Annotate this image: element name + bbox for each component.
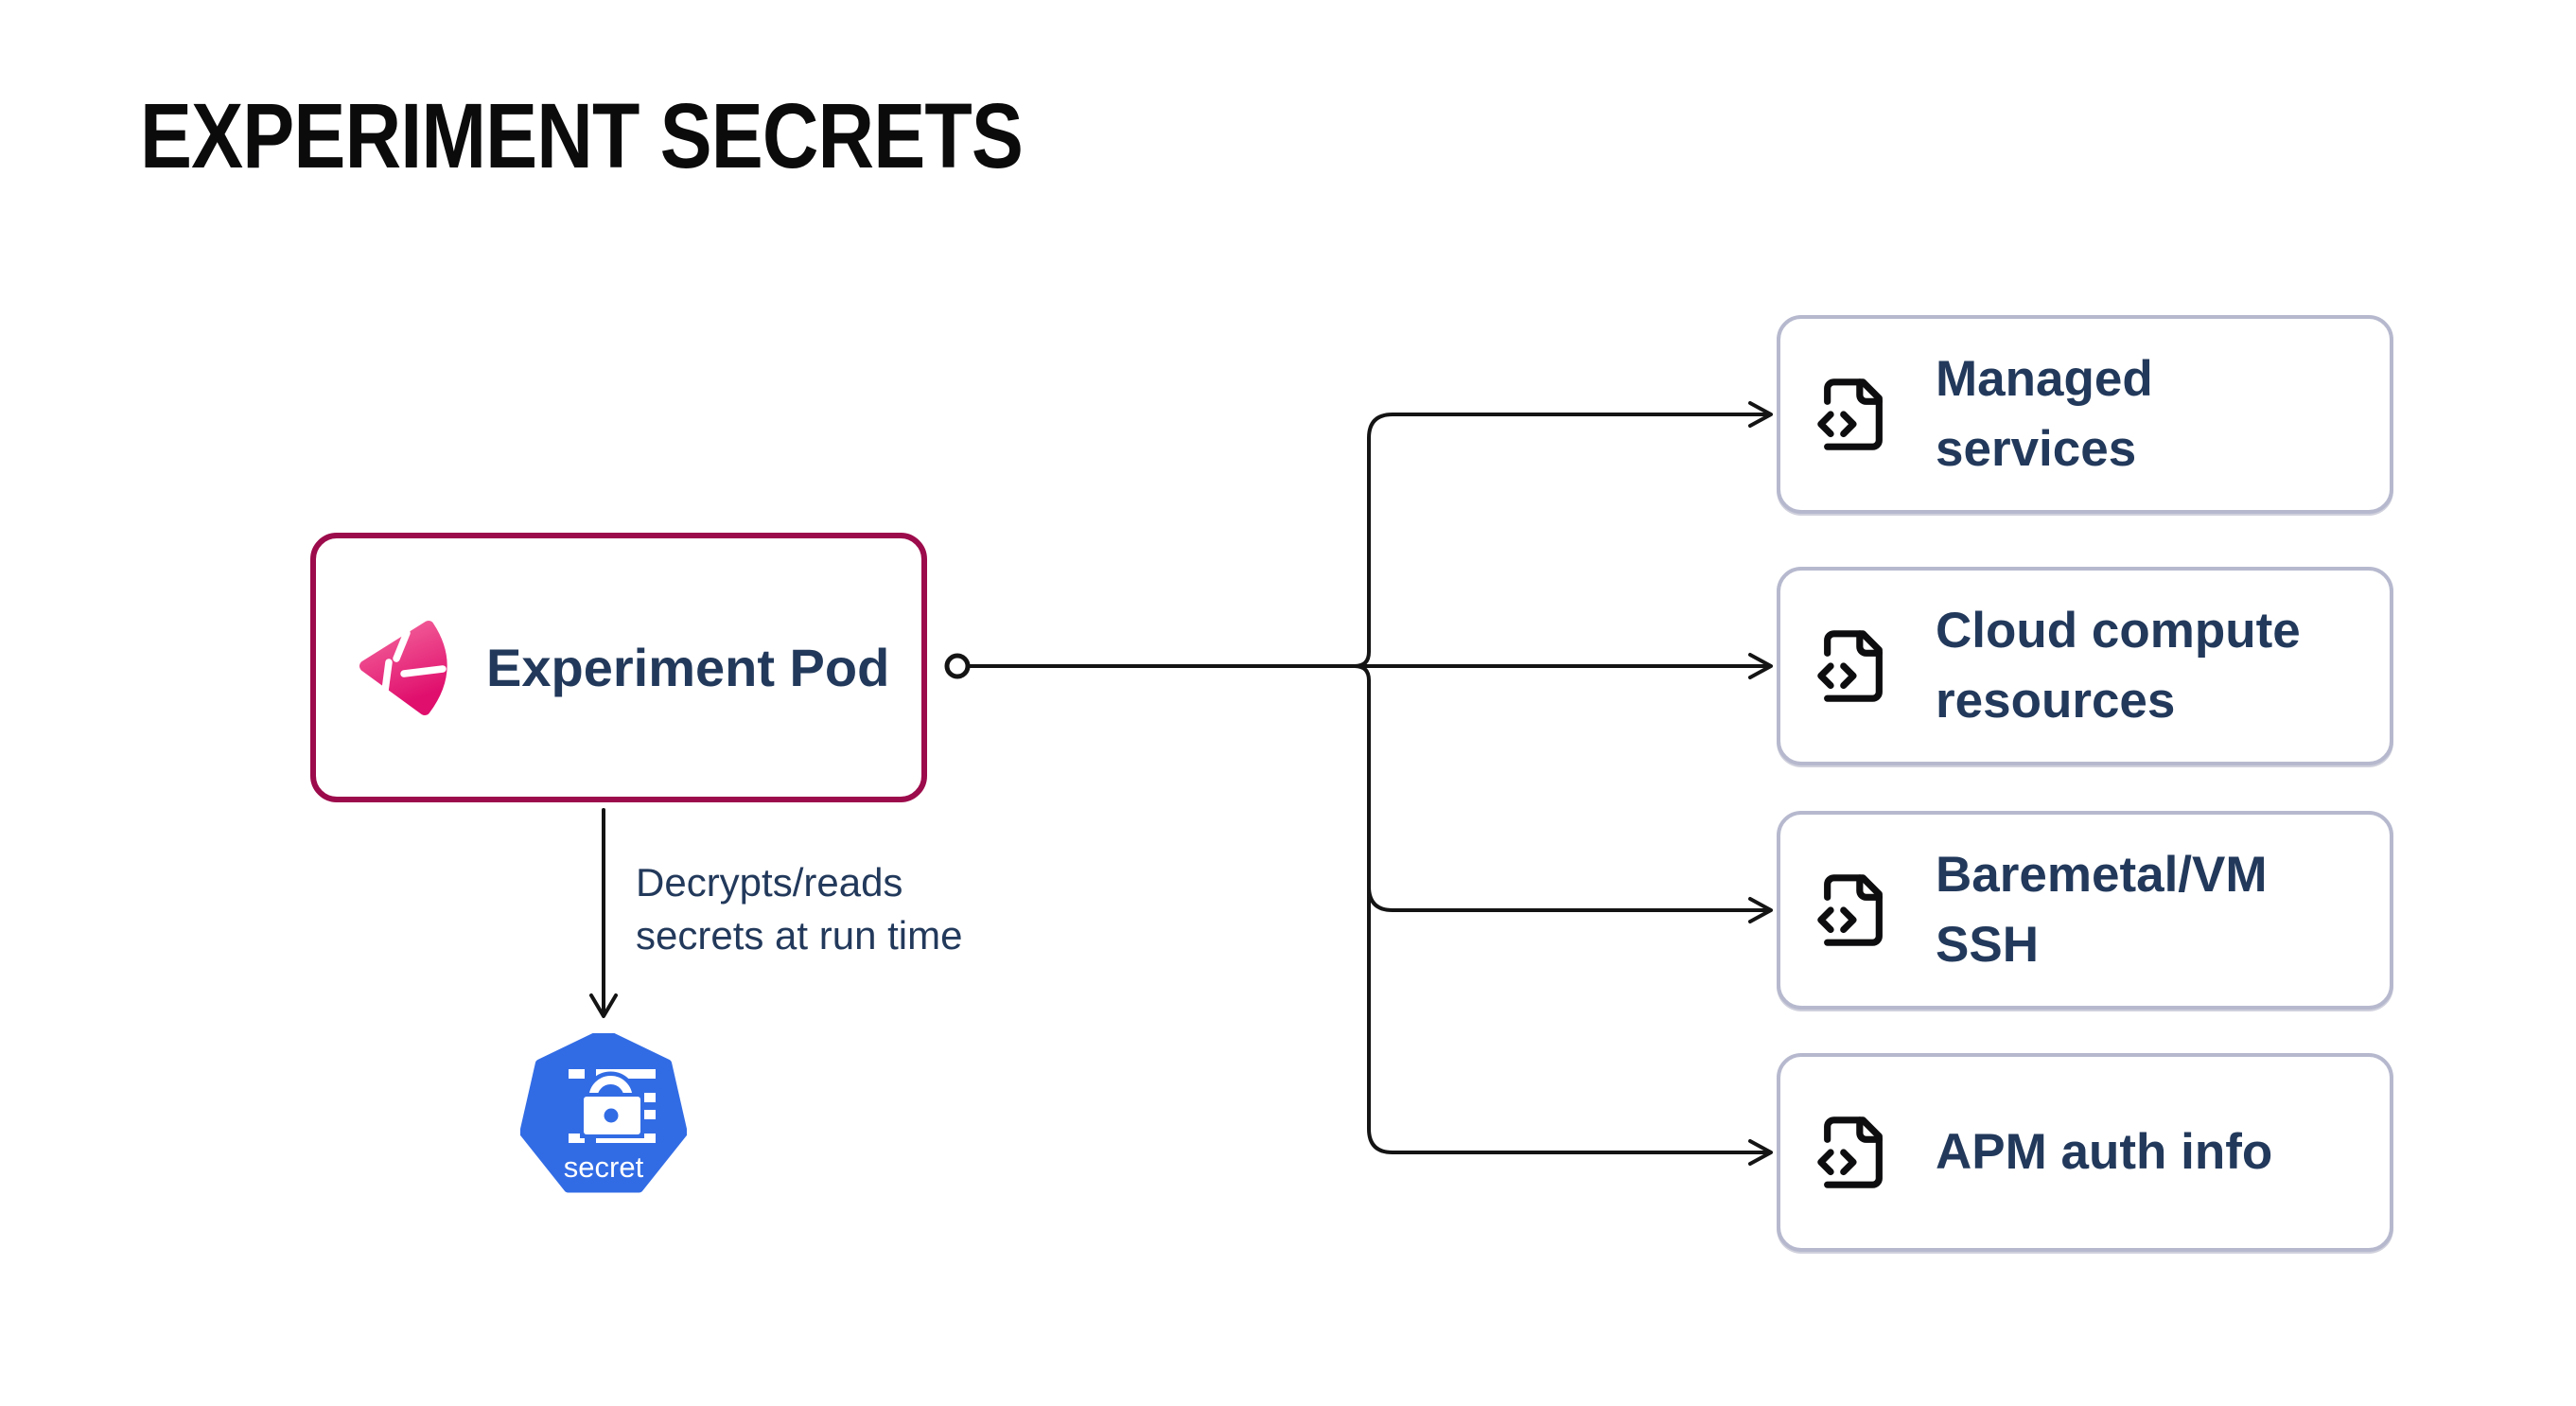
decrypt-note-line2: secrets at run time	[636, 913, 963, 958]
target-box-baremetal-vm-ssh: Baremetal/VM SSH	[1777, 811, 2393, 1010]
target-label: Managed services	[1936, 350, 2153, 477]
file-code-icon	[1817, 1116, 1883, 1188]
file-code-icon	[1817, 378, 1883, 450]
arrowhead-apm	[1748, 1139, 1773, 1166]
arrowhead-baremetal	[1748, 897, 1773, 923]
connector-trunk-to-apm	[1353, 664, 1767, 1154]
arrowhead-cloud-compute	[1748, 653, 1773, 679]
target-box-managed-services: Managed services	[1777, 315, 2393, 514]
experiment-pod-label: Experiment Pod	[486, 638, 890, 697]
target-box-cloud-compute: Cloud compute resources	[1777, 567, 2393, 765]
decrypt-note: Decrypts/reads secrets at run time	[636, 856, 962, 962]
target-label: Baremetal/VM SSH	[1936, 846, 2268, 973]
secret-label: secret	[564, 1151, 644, 1184]
arrowhead-secret	[589, 993, 618, 1018]
litmuschaos-logo-icon	[359, 620, 447, 715]
secret-lock-glyph	[569, 1069, 656, 1143]
decrypt-note-line1: Decrypts/reads	[636, 860, 903, 905]
connector-node-circle	[944, 653, 971, 679]
target-box-apm-auth-info: APM auth info	[1777, 1053, 2393, 1252]
target-label: APM auth info	[1936, 1123, 2273, 1180]
target-label: Cloud compute resources	[1936, 602, 2301, 729]
arrowhead-managed-services	[1748, 401, 1773, 428]
experiment-pod-node: Experiment Pod	[310, 533, 927, 802]
connector-trunk-to-managed-services	[1353, 413, 1767, 668]
page-title: EXPERIMENT SECRETS	[140, 84, 1024, 187]
file-code-icon	[1817, 630, 1883, 702]
kubernetes-secret-icon: secret	[520, 1033, 687, 1193]
file-code-icon	[1817, 874, 1883, 946]
connector-trunk-to-baremetal	[1367, 885, 1767, 912]
